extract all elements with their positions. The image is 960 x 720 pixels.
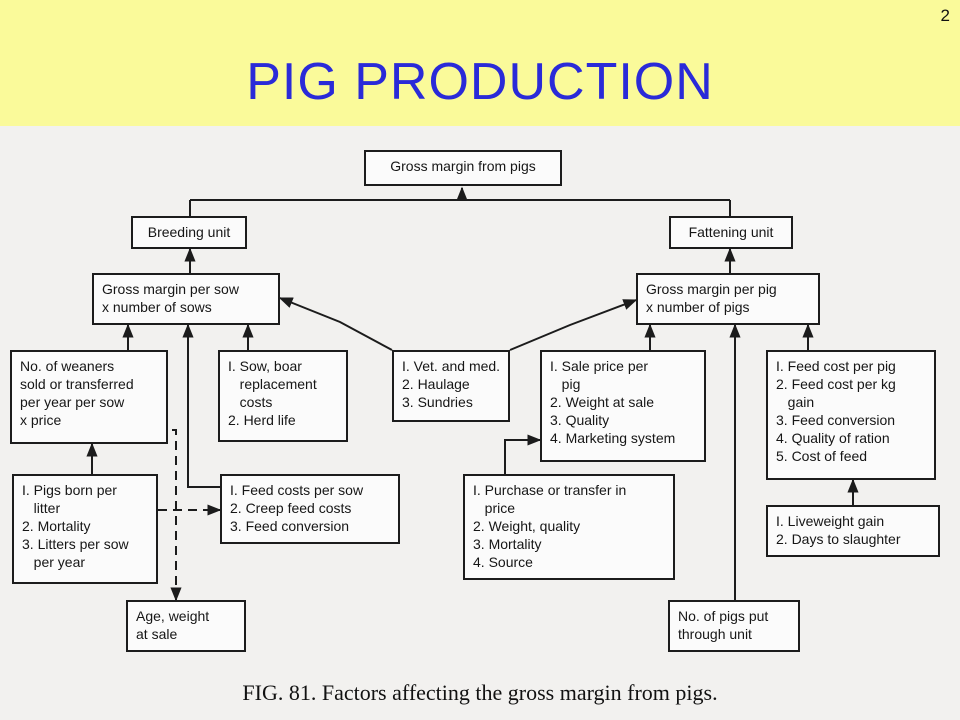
node-sow-boar: I. Sow, boar replacement costs 2. Herd l… [218, 350, 348, 442]
node-purchase: I. Purchase or transfer in price 2. Weig… [463, 474, 675, 580]
title-banner: 2 PIG PRODUCTION [0, 0, 960, 126]
node-gm-per-pig: Gross margin per pig x number of pigs [636, 273, 820, 325]
node-gross-margin: Gross margin from pigs [364, 150, 562, 186]
slide-number: 2 [940, 6, 950, 25]
node-gm-per-sow: Gross margin per sow x number of sows [92, 273, 280, 325]
node-sale-price: I. Sale price per pig 2. Weight at sale … [540, 350, 706, 462]
figure-caption: FIG. 81. Factors affecting the gross mar… [242, 680, 718, 705]
node-vet: I. Vet. and med. 2. Haulage 3. Sundries [392, 350, 510, 422]
connector-vet-gmsow [278, 297, 393, 351]
node-weaners: No. of weaners sold or transferred per y… [10, 350, 168, 444]
node-breeding-unit: Breeding unit [131, 216, 247, 249]
connector-vet-gmpig [509, 299, 638, 351]
slide-title: PIG PRODUCTION [246, 53, 714, 111]
node-liveweight: I. Liveweight gain 2. Days to slaughter [766, 505, 940, 557]
node-pigs-born: I. Pigs born per litter 2. Mortality 3. … [12, 474, 158, 584]
node-fattening-unit: Fattening unit [669, 216, 793, 249]
node-age-weight: Age, weight at sale [126, 600, 246, 652]
node-feed-costs-sow: I. Feed costs per sow 2. Creep feed cost… [220, 474, 400, 544]
node-pigs-put: No. of pigs put through unit [668, 600, 800, 652]
connector-feedsow-gmsow [182, 323, 220, 488]
node-feed-cost: I. Feed cost per pig 2. Feed cost per kg… [766, 350, 936, 480]
connector-purchase-saleprice [504, 434, 542, 474]
